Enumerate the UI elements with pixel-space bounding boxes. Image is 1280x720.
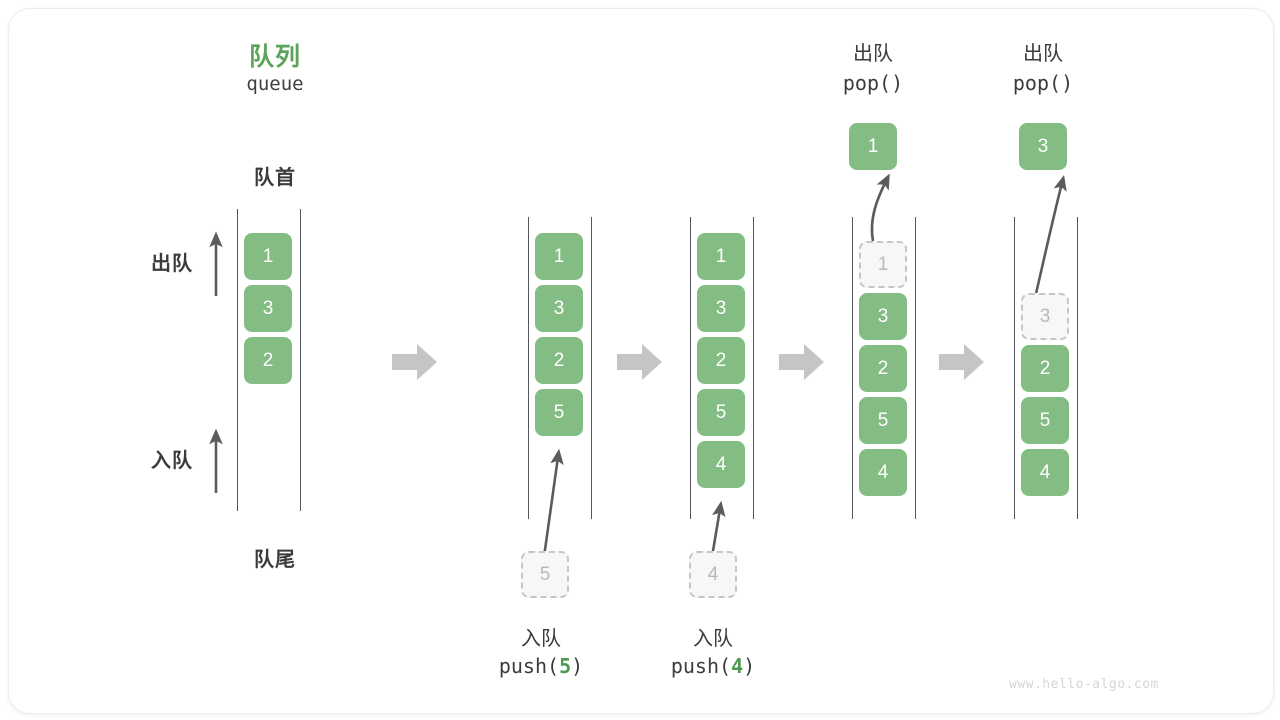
queue-cell: 2: [859, 345, 907, 392]
page-subtitle: queue: [246, 73, 304, 95]
code-suffix: ): [571, 654, 584, 678]
queue-cell: 2: [244, 337, 292, 384]
enqueue-label: 入队: [151, 450, 193, 472]
pop-1-arrow: [870, 173, 890, 242]
page-title: 队列: [248, 43, 301, 71]
queue-cell-removed: 1: [859, 241, 907, 288]
queue-cell: 2: [1021, 345, 1069, 392]
queue-cell: 1: [535, 233, 583, 280]
dequeue-label: 出队: [151, 253, 193, 275]
watermark: www.hello-algo.com: [1009, 677, 1159, 692]
code-value: 4: [731, 654, 744, 678]
queue-cell: 3: [244, 285, 292, 332]
rail-left: [690, 217, 691, 519]
queue-cell: 5: [535, 389, 583, 436]
queue-cell: 3: [697, 285, 745, 332]
popped-element: 3: [1019, 123, 1067, 170]
popped-element: 1: [849, 123, 897, 170]
transition-arrow: [617, 343, 663, 381]
code-prefix: push(: [498, 654, 560, 678]
code-prefix: push(: [670, 654, 732, 678]
incoming-element: 4: [689, 551, 737, 598]
operation-code: push(5): [461, 654, 621, 678]
queue-cell: 4: [1021, 449, 1069, 496]
queue-cell: 1: [697, 233, 745, 280]
code-prefix: pop(: [1012, 71, 1062, 95]
rail-left: [237, 209, 238, 511]
push-4-arrow: [710, 500, 726, 558]
code-value: 5: [559, 654, 572, 678]
operation-label: 入队: [521, 628, 561, 650]
rail-left: [1014, 217, 1015, 519]
rail-left: [528, 217, 529, 519]
transition-arrow: [779, 343, 825, 381]
rail-right: [1077, 217, 1078, 519]
operation-label: 出队: [1023, 43, 1063, 65]
queue-cell: 2: [697, 337, 745, 384]
rail-left: [852, 217, 853, 519]
transition-arrow: [392, 343, 438, 381]
diagram-card: 队列 queue 队首 队尾 出队 入队 1 3 2 1 3 2 5 5 入队 …: [8, 8, 1274, 714]
operation-code: push(4): [633, 654, 793, 678]
queue-cell: 2: [535, 337, 583, 384]
operation-label: 出队: [853, 43, 893, 65]
rail-right: [915, 217, 916, 519]
queue-cell: 4: [697, 441, 745, 488]
rail-right: [753, 217, 754, 519]
operation-code: pop(): [963, 71, 1123, 95]
queue-cell: 3: [535, 285, 583, 332]
code-prefix: pop(: [842, 71, 892, 95]
pop-3-arrow: [1033, 174, 1067, 299]
queue-cell-removed: 3: [1021, 293, 1069, 340]
queue-cell: 3: [859, 293, 907, 340]
code-suffix: ): [891, 71, 904, 95]
queue-cell: 4: [859, 449, 907, 496]
operation-code: pop(): [793, 71, 953, 95]
front-label: 队首: [254, 167, 296, 189]
rear-label: 队尾: [254, 549, 296, 571]
code-suffix: ): [743, 654, 756, 678]
code-suffix: ): [1061, 71, 1074, 95]
queue-cell: 1: [244, 233, 292, 280]
queue-cell: 5: [859, 397, 907, 444]
queue-cell: 5: [1021, 397, 1069, 444]
incoming-element: 5: [521, 551, 569, 598]
operation-label: 入队: [693, 628, 733, 650]
rail-right: [591, 217, 592, 519]
queue-cell: 5: [697, 389, 745, 436]
transition-arrow: [939, 343, 985, 381]
push-5-arrow: [542, 448, 564, 558]
rail-right: [300, 209, 301, 511]
